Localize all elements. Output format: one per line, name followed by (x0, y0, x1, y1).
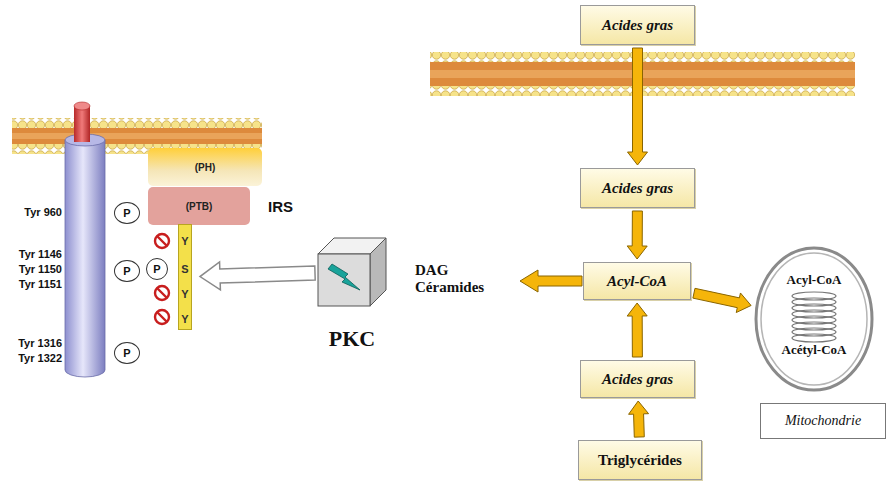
illustration-part (157, 312, 167, 322)
flow-arrow (693, 288, 751, 312)
node-text: Triglycérides (598, 452, 682, 469)
illustration-part (12, 128, 262, 144)
residue-letter: Y (179, 233, 191, 249)
phospho-circle: P (114, 202, 140, 224)
receptor-cylinder (65, 102, 105, 377)
residue-label: Tyr 1146 (8, 248, 62, 260)
residue-label: Tyr 1150 (8, 263, 62, 275)
cube-drawing (318, 238, 386, 306)
node-text: PKC (329, 326, 375, 352)
process-box: Triglycérides (578, 440, 702, 480)
illustration-part (155, 310, 169, 324)
cube-face (370, 238, 386, 306)
flow-arrow (627, 303, 647, 357)
residue-label: Tyr 1316 (8, 337, 62, 349)
node-text: (PTB) (186, 201, 213, 212)
phospho-mark: P (123, 265, 130, 277)
phospho-circle: P (114, 260, 140, 282)
process-box: Acyl-CoA (583, 262, 691, 300)
flow-arrow (627, 211, 647, 259)
outer-membrane (756, 248, 872, 390)
coil-winding (792, 334, 836, 342)
kinase-cube: PKC (318, 238, 386, 306)
residue-label: Tyr 1322 (8, 352, 62, 364)
residue-label: Tyr 1146 (8, 248, 62, 260)
node-text: Acyl-CoA (754, 272, 874, 288)
domain-box: (PH) (148, 148, 262, 186)
illustration-part (12, 133, 262, 139)
node-text: Mitochondrie (785, 413, 861, 429)
illustration-part (74, 102, 90, 110)
residue-label: Tyr 960 (8, 206, 62, 218)
phospho-mark: P (123, 347, 130, 359)
mitochondria-drawing (754, 246, 874, 392)
mitochondria-shape: Acyl-CoA Acétyl-CoA (754, 246, 874, 392)
process-box: Acides gras (580, 168, 695, 208)
illustration-part (65, 140, 105, 377)
caption-box: Mitochondrie (760, 403, 886, 439)
illustration-part (157, 236, 167, 246)
node-text: Acides gras (602, 17, 673, 34)
illustration-part (155, 234, 169, 248)
flow-arrow (520, 270, 582, 292)
product-label: DAG Céramides (415, 262, 515, 296)
residue-letter: Y (179, 311, 191, 327)
flow-arrow (628, 48, 648, 165)
residue-label: Tyr 1151 (8, 278, 62, 290)
cube-face (318, 254, 370, 306)
protein-label: IRS (268, 198, 308, 215)
residue-label: Tyr 960 (8, 206, 62, 218)
residue-label: Tyr 1151 (8, 278, 62, 290)
residue-label: Tyr 1322 (8, 352, 62, 364)
phospho-circle: P (146, 258, 168, 280)
residue-label: Tyr 1150 (8, 263, 62, 275)
illustration-part (12, 118, 262, 128)
process-box: Acides gras (580, 360, 695, 398)
phospho-circle: P (114, 342, 140, 364)
residue-letter: S (179, 261, 191, 277)
process-box: Acides gras (580, 5, 695, 45)
node-text: (PH) (195, 162, 216, 173)
lightning-symbol (328, 264, 360, 290)
protein-label: IRS (268, 198, 308, 215)
node-text: Acétyl-CoA (754, 342, 874, 358)
phospho-mark: P (153, 263, 160, 275)
product-label: DAG Céramides (415, 262, 515, 296)
illustration-part (157, 288, 167, 298)
node-text: Acides gras (602, 371, 673, 388)
activation-arrow (200, 262, 315, 290)
residue-letter: Y (179, 286, 191, 302)
phospho-mark: P (123, 207, 130, 219)
irs-tail: YSYY (178, 224, 192, 330)
node-text: Acyl-CoA (607, 273, 667, 290)
illustration-part (74, 106, 90, 142)
domain-box: (PTB) (148, 187, 250, 225)
illustration-part (155, 286, 169, 300)
node-text: Acides gras (602, 180, 673, 197)
flow-arrow (629, 401, 649, 437)
residue-label: Tyr 1316 (8, 337, 62, 349)
